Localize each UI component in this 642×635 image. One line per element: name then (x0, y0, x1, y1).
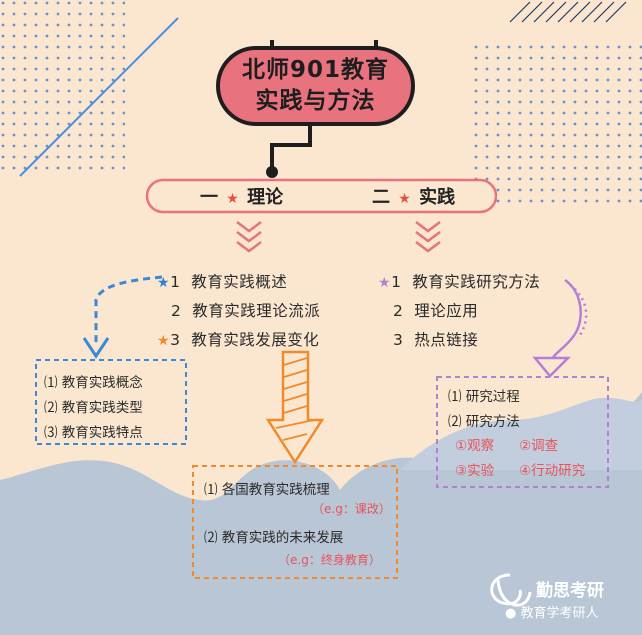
method-item: ③实验 (455, 463, 495, 479)
orange-striped-arrow (265, 350, 325, 465)
item-number: 1 (391, 273, 402, 291)
account-name: 教育学考研人 (520, 606, 599, 621)
item-number: 3 (170, 331, 181, 349)
title-line-1: 北师901教育 (241, 57, 389, 83)
item-text: 教育实践概述 (191, 273, 288, 291)
account-watermark: ● 教育学考研人 (505, 602, 599, 621)
item-number: 1 (170, 273, 181, 291)
box-blue-border (35, 359, 187, 445)
box-blue-item: ⑵ 教育实践类型 (44, 400, 143, 416)
connector-dot (266, 166, 278, 178)
item-number: 3 (393, 331, 404, 349)
list-item: 2 教育实践理论流派 (171, 299, 320, 321)
title-pill: 北师901教育 实践与方法 (218, 48, 413, 124)
method-item: ①观察 (455, 438, 495, 454)
brand-logo-icon (490, 573, 532, 607)
list-item: 2 理论应用 (393, 299, 478, 321)
blue-dashed-arrow (94, 275, 163, 345)
method-item: ④行动研究 (519, 463, 586, 479)
title-line-2: 实践与方法 (255, 88, 376, 114)
title-pill-shape (216, 46, 415, 126)
star-icon: ★ (157, 333, 171, 349)
item-text: 教育实践理论流派 (192, 302, 321, 320)
star-icon: ★ (398, 191, 411, 207)
star-icon: ★ (157, 275, 171, 291)
box-orange-note: （e.g：课改） (312, 502, 391, 516)
item-text: 教育实践研究方法 (412, 273, 541, 291)
list-item: ★1 教育实践研究方法 (378, 270, 540, 292)
box-blue-item: ⑶ 教育实践特点 (44, 425, 143, 441)
list-item: 3 热点链接 (393, 328, 478, 350)
brand-watermark: 勤思考研 (536, 581, 604, 601)
item-text: 教育实践发展变化 (191, 331, 320, 349)
box-orange-item: ⑵ 教育实践的未来发展 (204, 530, 344, 546)
dot-pattern-right (470, 40, 642, 210)
branch-bar-shape (145, 178, 498, 214)
box-orange-item: ⑴ 各国教育实践梳理 (204, 482, 330, 498)
star-icon: ★ (378, 275, 392, 291)
box-blue-item: ⑴ 教育实践概念 (44, 375, 143, 391)
branch-theory: 一 ★ 理论 (200, 183, 283, 209)
cloud-shape-upper (400, 397, 642, 470)
box-purple-item: ⑵ 研究方法 (448, 414, 520, 430)
branch-theory-label: 理论 (247, 187, 284, 208)
branch-practice: 二 ★ 实践 (372, 183, 455, 209)
list-item: ★3 教育实践发展变化 (157, 328, 319, 350)
item-number: 2 (393, 302, 404, 320)
star-icon: ★ (226, 191, 239, 207)
branch-practice-number: 二 (372, 187, 390, 208)
branch-practice-label: 实践 (419, 187, 456, 208)
diagonal-stripe-left (19, 17, 179, 177)
wechat-icon: ● (505, 606, 517, 621)
item-number: 2 (171, 302, 182, 320)
hatched-triangle (509, 1, 627, 23)
box-orange-border (192, 465, 398, 579)
box-purple-border (436, 376, 609, 488)
list-item: ★1 教育实践概述 (157, 270, 287, 292)
purple-spiral-arrow (532, 278, 588, 378)
chevron-down-icon-left (236, 221, 262, 253)
box-purple-item: ⑴ 研究过程 (448, 389, 520, 405)
branch-theory-number: 一 (200, 187, 218, 208)
chevron-down-icon-right (415, 221, 441, 253)
item-text: 热点链接 (414, 331, 479, 349)
box-orange-note: （e.g：终身教育） (278, 553, 381, 567)
dot-pattern-left (0, 0, 125, 175)
method-item: ②调查 (519, 438, 559, 454)
item-text: 理论应用 (414, 302, 479, 320)
